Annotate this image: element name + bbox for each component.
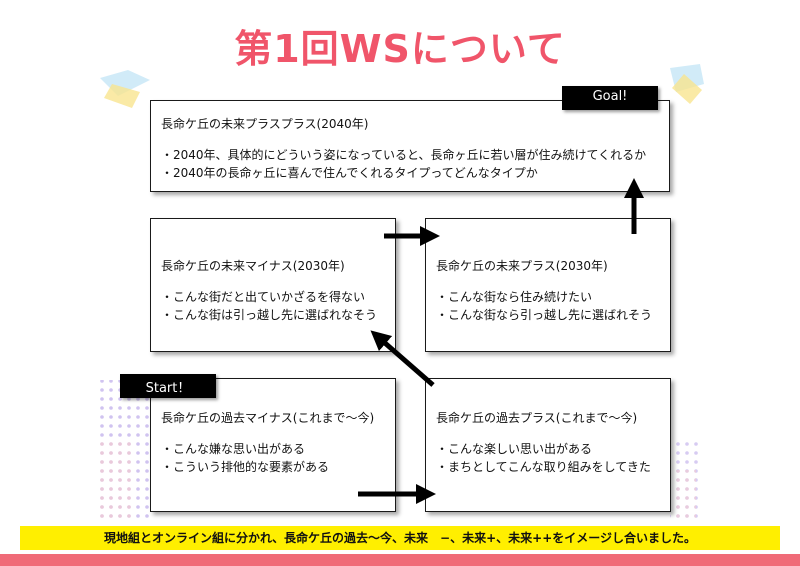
future-minus-line-2: ・こんな街は引っ越し先に選ばれなそう: [161, 308, 378, 323]
future-minus-box: 長命ケ丘の未来マイナス(2030年) ・こんな街だと出ていかざるを得ない ・こん…: [150, 218, 396, 352]
bottom-accent-bar: [0, 554, 800, 566]
summary-banner: 現地組とオンライン組に分かれ、長命ケ丘の過去～今、未来 −、未来+、未来++をイ…: [20, 526, 780, 550]
future-minus-heading: 長命ケ丘の未来マイナス(2030年): [161, 259, 345, 273]
future-plus-plus-line-1: ・2040年、具体的にどういう姿になっていると、長命ヶ丘に若い層が住み続けてくれ…: [161, 147, 647, 162]
goal-tag: Goal!: [562, 86, 658, 110]
future-plus-box: 長命ケ丘の未来プラス(2030年) ・こんな街なら住み続けたい ・こんな街なら引…: [425, 218, 671, 352]
page-title: 第1回WSについて: [234, 27, 566, 71]
past-plus-heading: 長命ケ丘の過去プラス(これまで～今): [436, 411, 638, 425]
future-plus-plus-heading: 長命ケ丘の未来プラスプラス(2040年): [161, 117, 369, 131]
future-plus-plus-box: 長命ケ丘の未来プラスプラス(2040年) ・2040年、具体的にどういう姿になっ…: [150, 100, 670, 192]
past-minus-box: 長命ケ丘の過去マイナス(これまで～今) ・こんな嫌な思い出がある ・こういう排他…: [150, 378, 396, 512]
future-plus-line-2: ・こんな街なら引っ越し先に選ばれそう: [436, 308, 653, 323]
future-plus-heading: 長命ケ丘の未来プラス(2030年): [436, 259, 608, 273]
past-plus-line-1: ・こんな楽しい思い出がある: [436, 441, 593, 456]
past-minus-heading: 長命ケ丘の過去マイナス(これまで～今): [161, 411, 375, 425]
future-plus-plus-line-2: ・2040年の長命ヶ丘に喜んで住んでくれるタイプってどんなタイプか: [161, 166, 538, 181]
past-plus-box: 長命ケ丘の過去プラス(これまで～今) ・こんな楽しい思い出がある ・まちとしてこ…: [425, 378, 671, 512]
future-plus-line-1: ・こんな街なら住み続けたい: [436, 289, 593, 304]
start-tag: Start！: [120, 374, 216, 398]
past-minus-line-2: ・こういう排他的な要素がある: [161, 460, 330, 475]
past-minus-line-1: ・こんな嫌な思い出がある: [161, 441, 306, 456]
future-minus-line-1: ・こんな街だと出ていかざるを得ない: [161, 289, 366, 304]
past-plus-line-2: ・まちとしてこんな取り組みをしてきた: [436, 460, 651, 475]
